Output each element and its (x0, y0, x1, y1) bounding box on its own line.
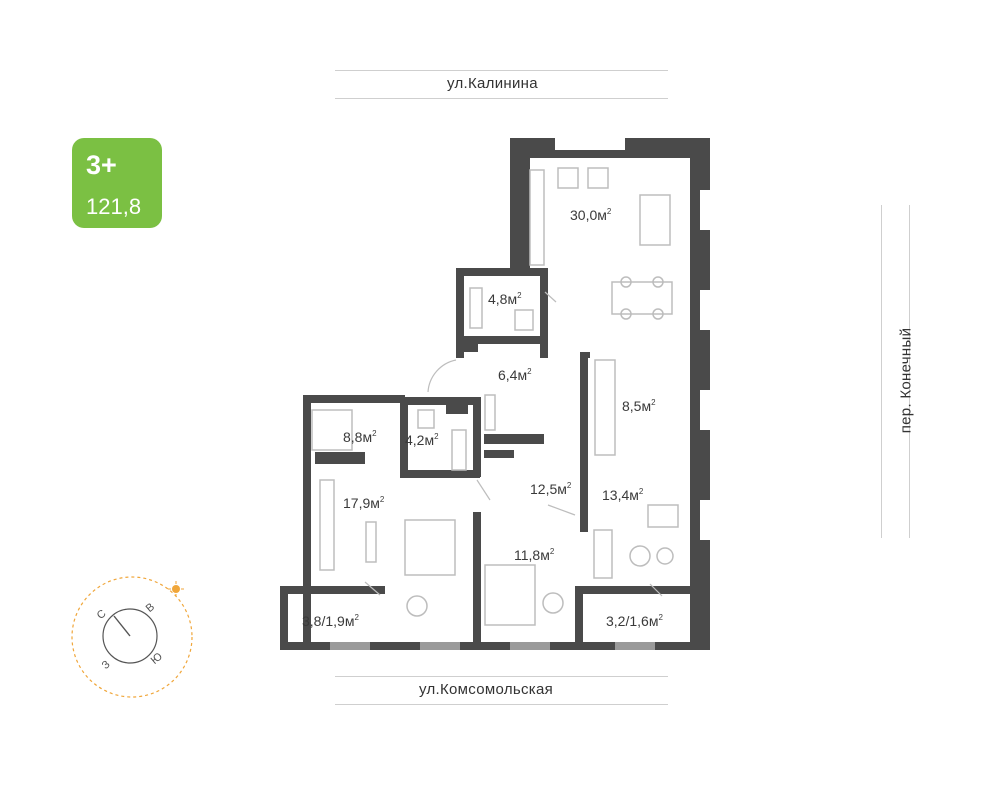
room-balcony-right-area: 3,2/1,6м2 (606, 613, 663, 629)
right-street-line-right (909, 205, 910, 538)
room-living-area: 30,0м2 (570, 207, 612, 223)
compass-north: С (95, 608, 109, 622)
compass-west: З (100, 658, 113, 672)
room-balcony-left-area: 3,8/1,9м2 (302, 613, 359, 629)
bottom-street-line-lower (335, 704, 668, 705)
walls (280, 138, 712, 650)
room-bedroom-mid-area: 11,8м2 (514, 547, 555, 563)
room-bath-top-area: 4,8м2 (488, 291, 522, 307)
room-bath-mid-area: 4,2м2 (405, 432, 439, 448)
room-dressing-area: 8,8м2 (343, 429, 377, 445)
furniture (311, 167, 679, 626)
total-area: 121,8 (86, 194, 142, 219)
top-street-line-upper (335, 70, 668, 71)
doors (364, 291, 663, 597)
room-hall-area: 6,4м2 (498, 367, 532, 383)
bottom-street-label: ул.Комсомольская (419, 681, 554, 698)
bottom-street-line-upper (335, 676, 668, 677)
compass: С В Ю З (71, 576, 193, 698)
compass-east: В (144, 601, 157, 615)
room-kitchen-area: 8,5м2 (622, 398, 656, 414)
room-bedroom-left-area: 17,9м2 (343, 495, 385, 511)
sun-icon (168, 581, 184, 597)
right-street-line-left (881, 205, 882, 538)
room-corridor-area: 12,5м2 (530, 481, 572, 497)
top-street-label: ул.Калинина (447, 75, 538, 92)
room-count: 3+ (86, 150, 117, 180)
apartment-badge: 3+ 121,8 (72, 138, 162, 228)
room-bedroom-right-area: 13,4м2 (602, 487, 644, 503)
top-street-line-lower (335, 98, 668, 99)
